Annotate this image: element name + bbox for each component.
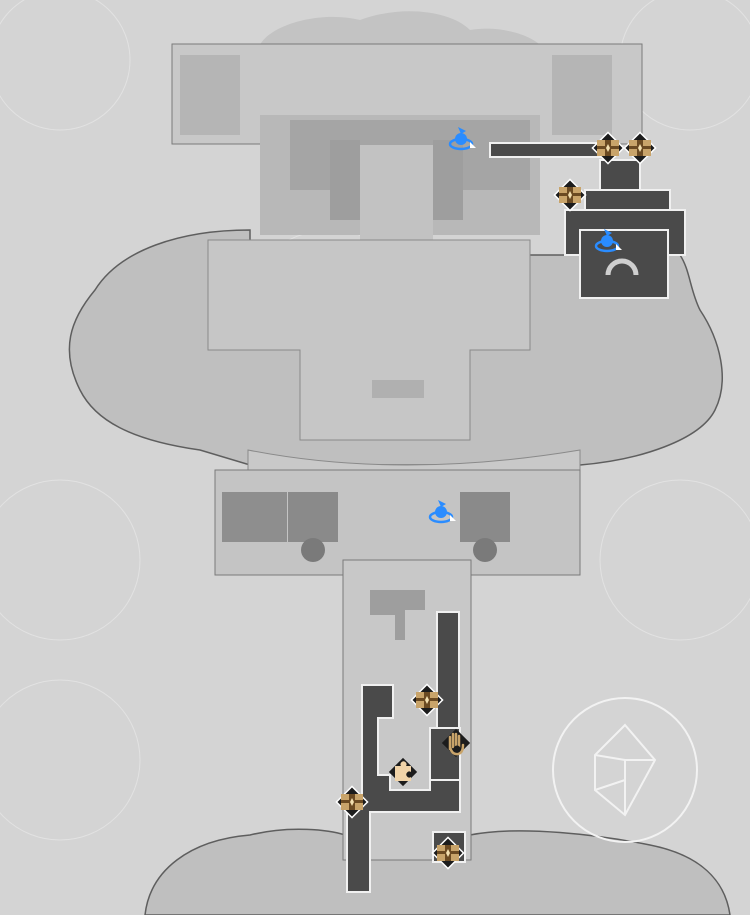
- space-anchor-icon[interactable]: [590, 224, 626, 260]
- puzzle-piece-icon[interactable]: [385, 754, 421, 790]
- treasure-chest-icon[interactable]: [430, 835, 466, 871]
- plaza-block: [372, 380, 424, 398]
- pillar-right: [433, 140, 463, 220]
- central-hall: [360, 145, 433, 245]
- space-anchor-icon[interactable]: [424, 495, 460, 531]
- current-floor-upper: [489, 142, 686, 299]
- corridor-block: [370, 590, 425, 640]
- middle-room-right: [460, 492, 510, 542]
- space-anchor-icon[interactable]: [444, 122, 480, 158]
- compass-emblem-icon: [552, 697, 698, 843]
- stair-right: [552, 55, 612, 135]
- treasure-chest-icon[interactable]: [552, 177, 588, 213]
- stair-left: [180, 55, 240, 135]
- alcove-left: [301, 538, 325, 562]
- middle-stair-left: [222, 492, 287, 542]
- top-cloud: [260, 11, 540, 45]
- plaza: [207, 239, 531, 441]
- lower-cloud-island: [144, 828, 731, 915]
- pillar-left: [330, 140, 360, 220]
- treasure-chest-icon[interactable]: [409, 682, 445, 718]
- treasure-chest-icon[interactable]: [334, 784, 370, 820]
- alcove-right: [473, 538, 497, 562]
- treasure-chest-icon[interactable]: [590, 130, 626, 166]
- middle-room-left: [288, 492, 338, 542]
- treasure-chest-icon[interactable]: [622, 130, 658, 166]
- hand-icon[interactable]: [438, 725, 474, 761]
- arch-gate: [605, 258, 639, 276]
